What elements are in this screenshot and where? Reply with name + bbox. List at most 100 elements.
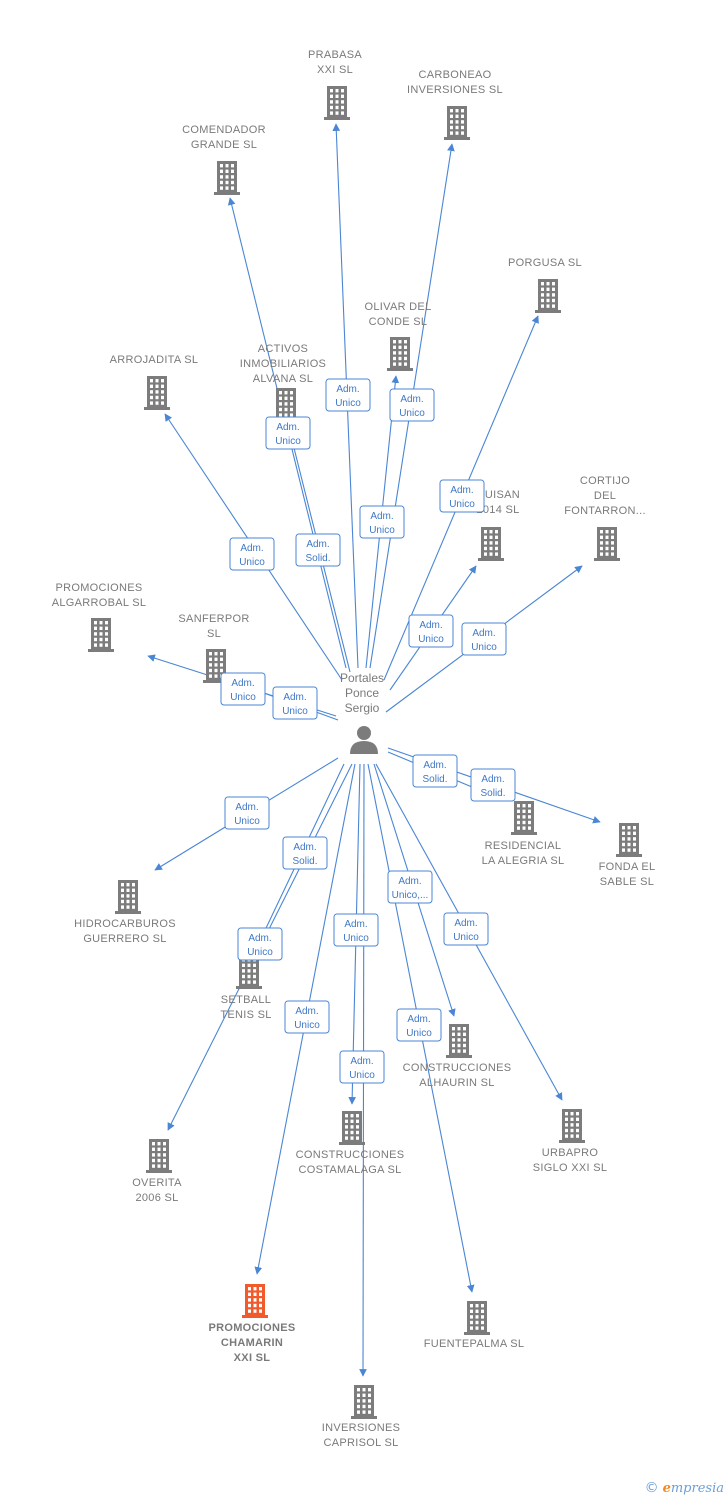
building-icon[interactable] [242,1284,268,1318]
building-icon[interactable] [535,279,561,313]
building-icon[interactable] [387,337,413,371]
role-badge-caprisol[interactable]: Adm.Unico [339,1050,385,1084]
role-badge-overita[interactable]: Adm.Unico [237,927,283,961]
company-label-line: GUERRERO SL [83,933,166,945]
role-badge-text: Solid. [422,774,447,785]
person-icon[interactable] [350,726,378,754]
badges-layer: Adm.UnicoAdm.UnicoAdm.Solid.Adm.UnicoAdm… [220,378,516,1084]
building-icon[interactable] [324,86,350,120]
role-badge-text: Adm. [423,760,446,771]
building-icon[interactable] [446,1024,472,1058]
company-label-line: SANFERPOR [178,613,249,625]
building-icon[interactable] [594,527,620,561]
role-badge-chamarin[interactable]: Adm.Unico [284,1000,330,1034]
company-label-line: LA ALEGRIA SL [482,855,565,867]
role-badge-text: Adm. [293,842,316,853]
role-badge-activos[interactable]: Adm.Unico [265,416,311,450]
company-label-line: CONDE SL [369,316,428,328]
role-badge-cortijo[interactable]: Adm.Unico [461,622,507,656]
company-label-line: TENIS SL [220,1009,271,1021]
role-badge-arrojadita[interactable]: Adm.Unico [229,537,275,571]
company-label-line: ARROJADITA SL [110,354,199,366]
role-badge-text: Unico [234,816,260,827]
company-label-line: PROMOCIONES [208,1322,295,1334]
role-badge-comendador[interactable]: Adm. Solid. [295,533,341,567]
role-badge-text: Unico,... [392,890,429,901]
building-icon[interactable] [511,801,537,835]
company-label-line: INVERSIONES [322,1422,401,1434]
brand-logo: empresia [663,1481,724,1496]
company-label-fuentepalma[interactable]: FUENTEPALMA SL [424,1338,525,1350]
role-badge-text: Adm. [400,394,423,405]
role-badge-text: Adm. [419,620,442,631]
role-badge-text: Solid. [305,553,330,564]
footer-brand[interactable]: © empresia [645,1478,724,1498]
building-icon[interactable] [144,376,170,410]
role-badge-residencial[interactable]: Adm. Solid. [412,754,458,788]
role-badge-prabasa[interactable]: Adm.Unico [325,378,371,412]
company-label-arrojadita[interactable]: ARROJADITA SL [110,354,199,366]
role-badge-guisan[interactable]: Adm.Unico [408,614,454,648]
brand-initial: e [662,1480,671,1496]
building-icon[interactable] [616,823,642,857]
role-badge-porgusa[interactable]: Adm.Unico [439,479,485,513]
role-badge-urbapro[interactable]: Adm.Unico [443,912,489,946]
role-badge-alhaurin[interactable]: Adm. Unico,... [387,870,433,904]
role-badge-text: Adm. [306,539,329,550]
building-icon[interactable] [214,161,240,195]
role-badge-text: Adm. [398,876,421,887]
role-badge-text: Adm. [481,774,504,785]
building-icon[interactable] [339,1111,365,1145]
role-badge-sanferpor[interactable]: Adm.Unico [272,686,318,720]
role-badge-text: Adm. [350,1056,373,1067]
building-icon[interactable] [559,1109,585,1143]
person-name-line: Sergio [345,701,380,715]
building-icon[interactable] [146,1139,172,1173]
company-label-line: CONSTRUCCIONES [403,1062,512,1074]
company-label-line: XXI SL [317,64,353,76]
role-badge-text: Adm. [472,628,495,639]
role-badge-costamalaga[interactable]: Adm.Unico [333,913,379,947]
role-badge-hidrocarburos[interactable]: Adm.Unico [224,796,270,830]
company-label-porgusa[interactable]: PORGUSA SL [508,257,582,269]
building-icon[interactable] [115,880,141,914]
role-badge-text: Unico [369,525,395,536]
role-badge-carboneao[interactable]: Adm.Unico [359,505,405,539]
role-badge-algarrobal[interactable]: Adm.Unico [220,672,266,706]
person-name-line: Portales [340,671,384,685]
role-badge-text: Unico [449,499,475,510]
company-label-line: FONDA EL [599,861,656,873]
building-icon[interactable] [351,1385,377,1419]
building-icon[interactable] [88,618,114,652]
role-badge-fuentepalma[interactable]: Adm.Unico [396,1008,442,1042]
company-label-line: ALVANA SL [253,373,313,385]
building-icon[interactable] [444,106,470,140]
role-badge-olivar[interactable]: Adm.Unico [389,388,435,422]
role-badge-fonda[interactable]: Adm.Solid. [470,768,516,802]
building-icon[interactable] [464,1301,490,1335]
role-badge-setball[interactable]: Adm.Solid. [282,836,328,870]
company-label-line: GRANDE SL [191,139,257,151]
building-icon[interactable] [478,527,504,561]
